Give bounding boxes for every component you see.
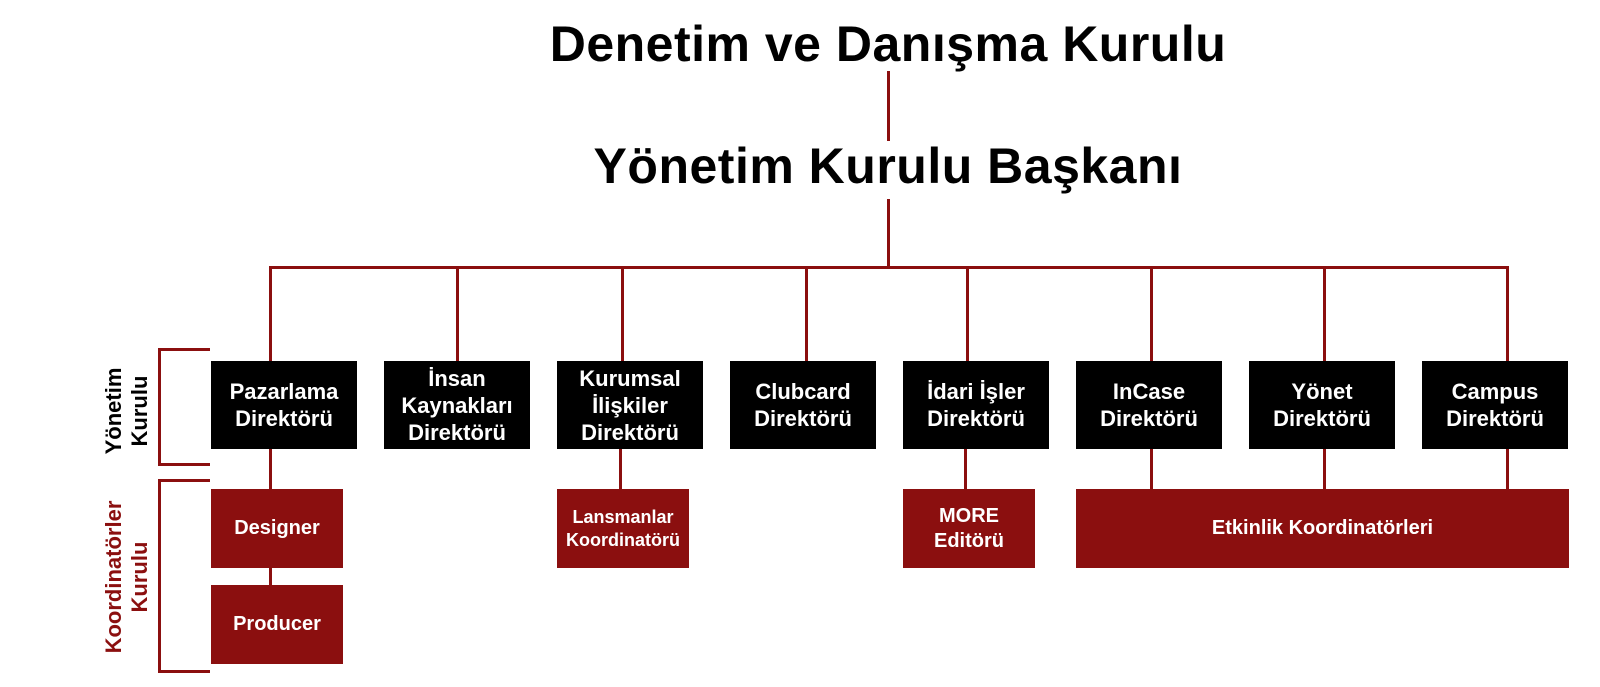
- board-title: Denetim ve Danışma Kurulu: [549, 16, 1227, 72]
- coordinators-side-label: Koordinatörler Kurulu: [101, 500, 152, 654]
- drop-insan: [456, 266, 459, 361]
- connector-campus-etkinlik: [1506, 449, 1509, 489]
- connector-idari-more: [964, 449, 967, 489]
- connector-board-chair: [887, 71, 890, 141]
- coord-more-editor: MORE Editörü: [903, 489, 1035, 568]
- horizontal-bus: [269, 266, 1509, 269]
- coord-producer: Producer: [211, 585, 343, 664]
- coordinators-bracket: [158, 479, 210, 673]
- director-yonet: Yönet Direktörü: [1249, 361, 1395, 449]
- coord-etkinlik: Etkinlik Koordinatörleri: [1076, 489, 1569, 568]
- connector-pazarlama-designer: [269, 449, 272, 489]
- director-campus: Campus Direktörü: [1422, 361, 1568, 449]
- drop-incase: [1150, 266, 1153, 361]
- drop-yonet: [1323, 266, 1326, 361]
- connector-incase-etkinlik: [1150, 449, 1153, 489]
- drop-pazarlama: [269, 266, 272, 361]
- drop-idari: [966, 266, 969, 361]
- connector-designer-producer: [269, 568, 272, 585]
- director-kurumsal-iliskiler: Kurumsal İlişkiler Direktörü: [557, 361, 703, 449]
- drop-campus: [1506, 266, 1509, 361]
- connector-chair-bus: [887, 199, 890, 269]
- connector-kurumsal-lansmanlar: [619, 449, 622, 489]
- director-clubcard: Clubcard Direktörü: [730, 361, 876, 449]
- drop-kurumsal: [621, 266, 624, 361]
- coord-designer: Designer: [211, 489, 343, 568]
- management-side-label: Yönetim Kurulu: [101, 367, 152, 455]
- director-pazarlama: Pazarlama Direktörü: [211, 361, 357, 449]
- director-incase: InCase Direktörü: [1076, 361, 1222, 449]
- coord-lansmanlar: Lansmanlar Koordinatörü: [557, 489, 689, 568]
- director-idari-isler: İdari İşler Direktörü: [903, 361, 1049, 449]
- drop-clubcard: [805, 266, 808, 361]
- chair-title: Yönetim Kurulu Başkanı: [593, 138, 1183, 194]
- management-bracket: [158, 348, 210, 466]
- director-insan-kaynaklari: İnsan Kaynakları Direktörü: [384, 361, 530, 449]
- connector-yonet-etkinlik: [1323, 449, 1326, 489]
